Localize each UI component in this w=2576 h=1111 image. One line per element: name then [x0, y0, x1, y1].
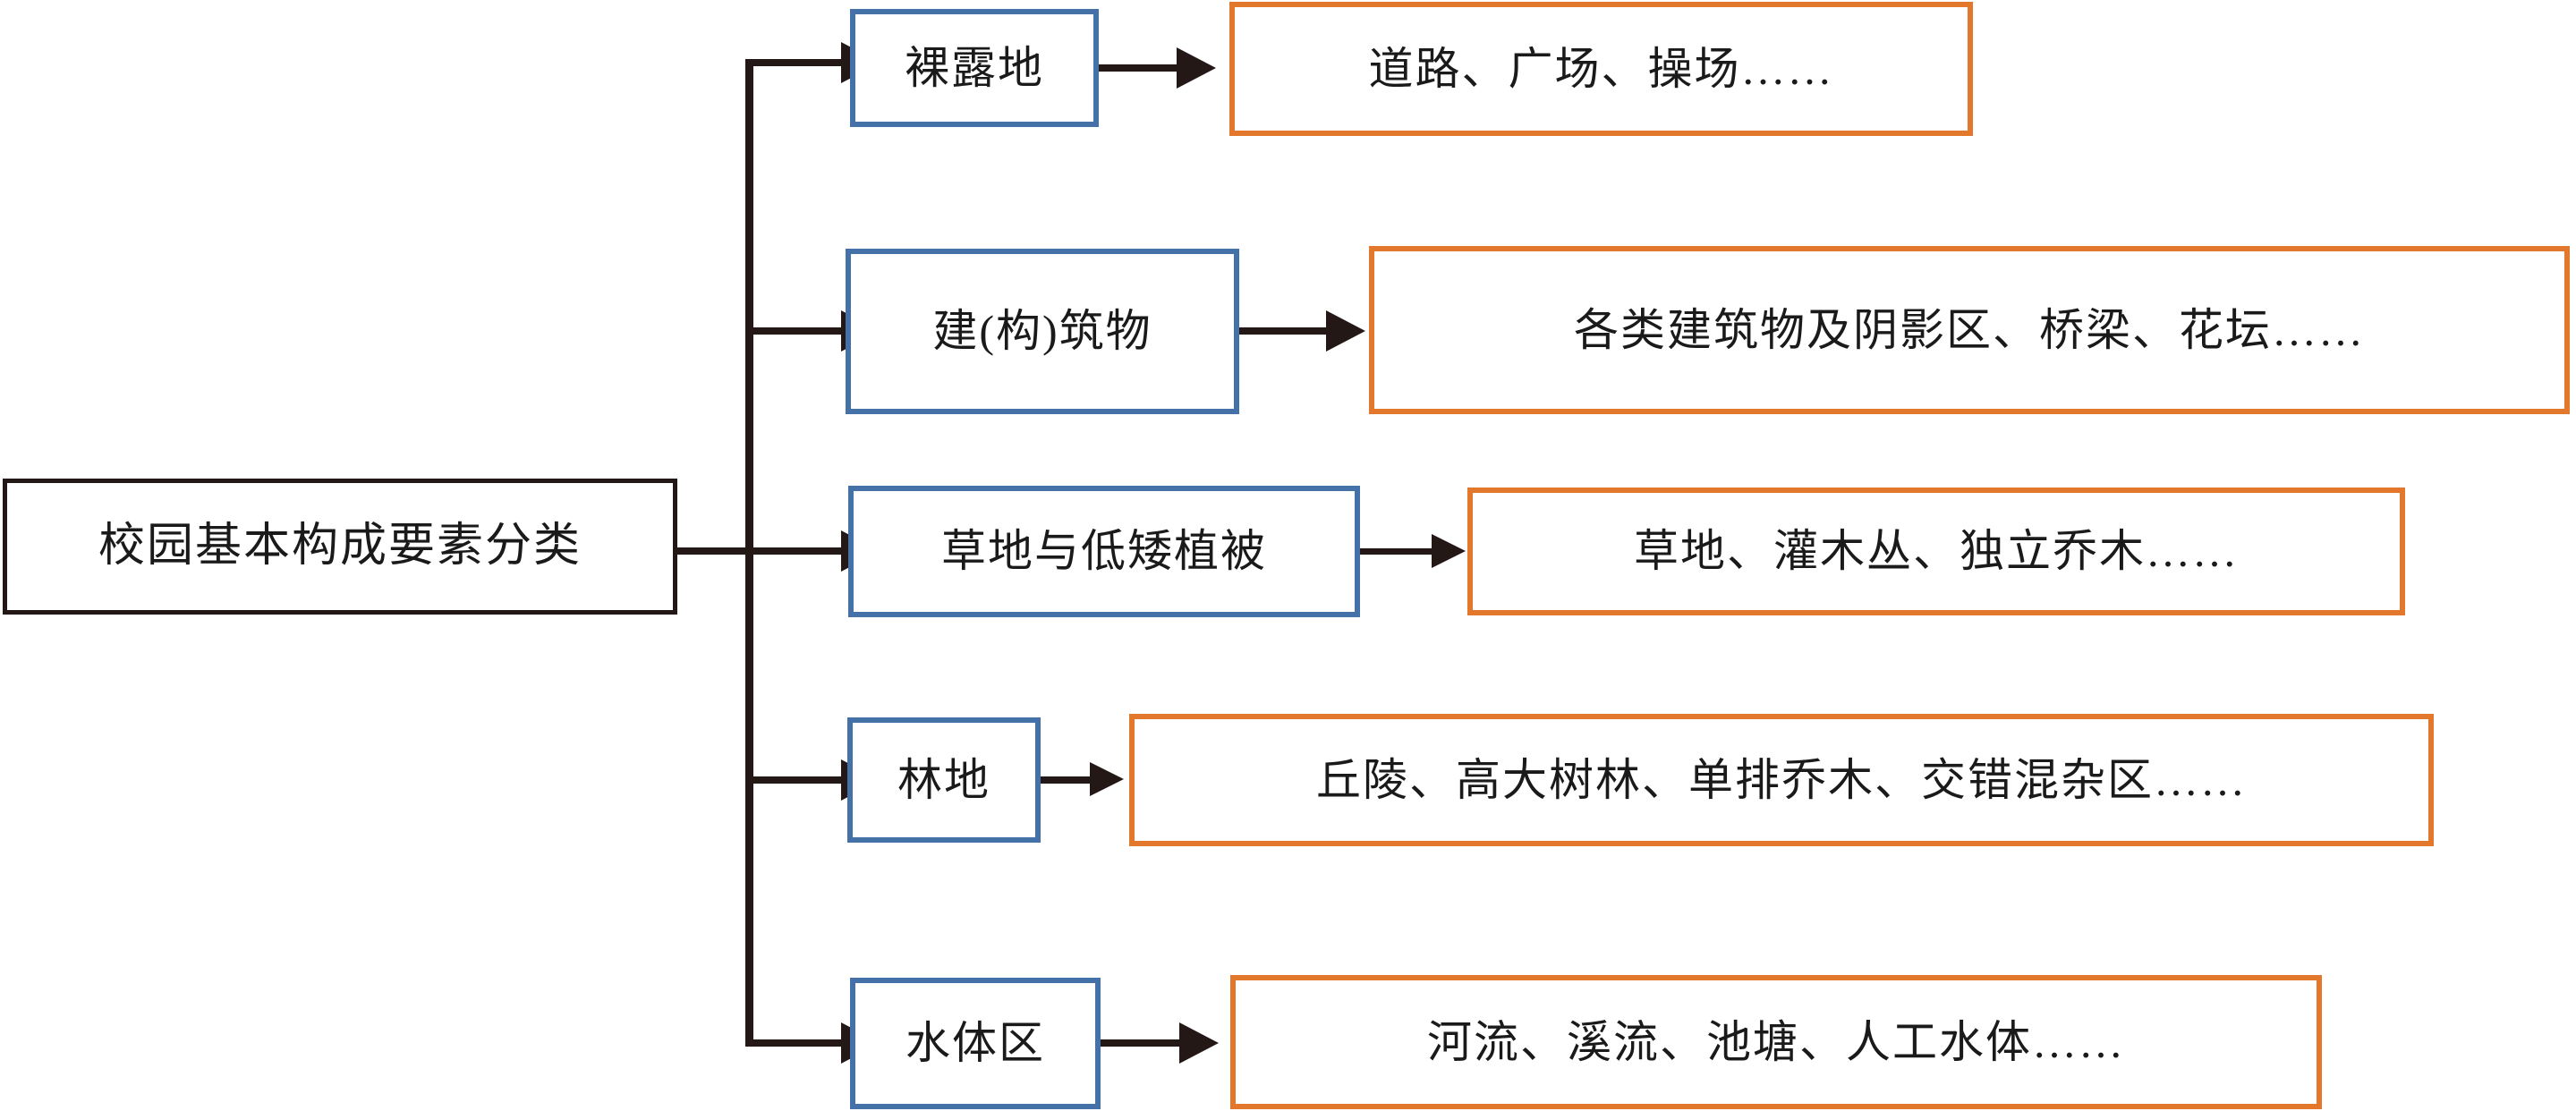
branch-2-connector-line — [750, 327, 859, 335]
category-node-4[interactable]: 林地 — [847, 717, 1041, 843]
category-node-5-label: 水体区 — [905, 1018, 1045, 1068]
diagram-title: 校园基本构成要素分类 — [0, 19, 1, 20]
branch-4-connector-line — [750, 776, 859, 784]
detail-3-connector-line — [1360, 548, 1445, 555]
detail-node-5[interactable]: 河流、溪流、池塘、人工水体…… — [1230, 975, 2322, 1109]
branch-5-connector-line — [750, 1039, 859, 1047]
detail-3-arrowhead-icon — [1432, 534, 1466, 568]
category-node-1-label: 裸露地 — [905, 42, 1044, 93]
detail-node-5-label: 河流、溪流、池塘、人工水体…… — [1427, 1016, 2125, 1067]
detail-1-connector-line — [1099, 64, 1193, 72]
detail-node-2-label: 各类建筑物及阴影区、桥梁、花坛…… — [1574, 304, 2365, 355]
detail-node-3-label: 草地、灌木丛、独立乔木…… — [1634, 526, 2239, 576]
branch-1-connector-line — [750, 59, 859, 66]
detail-5-connector-line — [1101, 1039, 1194, 1047]
category-node-2-label: 建(构)筑物 — [932, 306, 1152, 356]
detail-1-arrowhead-icon — [1177, 47, 1216, 89]
category-node-2[interactable]: 建(构)筑物 — [846, 249, 1239, 414]
detail-node-3[interactable]: 草地、灌木丛、独立乔木…… — [1467, 488, 2405, 615]
detail-node-4[interactable]: 丘陵、高大树林、单排乔木、交错混杂区…… — [1129, 714, 2434, 846]
root-node-label: 校园基本构成要素分类 — [98, 521, 582, 572]
detail-node-1[interactable]: 道路、广场、操场…… — [1229, 2, 1973, 136]
trunk-vertical-line — [745, 59, 753, 1047]
category-node-3-label: 草地与低矮植被 — [941, 526, 1267, 576]
branch-3-connector-line — [750, 547, 859, 555]
detail-node-2[interactable]: 各类建筑物及阴影区、桥梁、花坛…… — [1369, 246, 2570, 414]
root-connector-line — [677, 547, 752, 555]
category-node-1[interactable]: 裸露地 — [850, 9, 1099, 127]
category-node-3[interactable]: 草地与低矮植被 — [848, 486, 1360, 617]
category-node-5[interactable]: 水体区 — [850, 978, 1101, 1109]
detail-2-arrowhead-icon — [1326, 310, 1365, 352]
detail-4-connector-line — [1041, 776, 1105, 784]
detail-5-arrowhead-icon — [1179, 1022, 1219, 1064]
detail-2-connector-line — [1239, 327, 1342, 335]
detail-node-1-label: 道路、广场、操场…… — [1368, 43, 1834, 94]
detail-4-arrowhead-icon — [1090, 762, 1124, 796]
root-node[interactable]: 校园基本构成要素分类 — [3, 479, 677, 615]
category-node-4-label: 林地 — [897, 754, 990, 805]
detail-node-4-label: 丘陵、高大树林、单排乔木、交错混杂区…… — [1316, 754, 2247, 805]
